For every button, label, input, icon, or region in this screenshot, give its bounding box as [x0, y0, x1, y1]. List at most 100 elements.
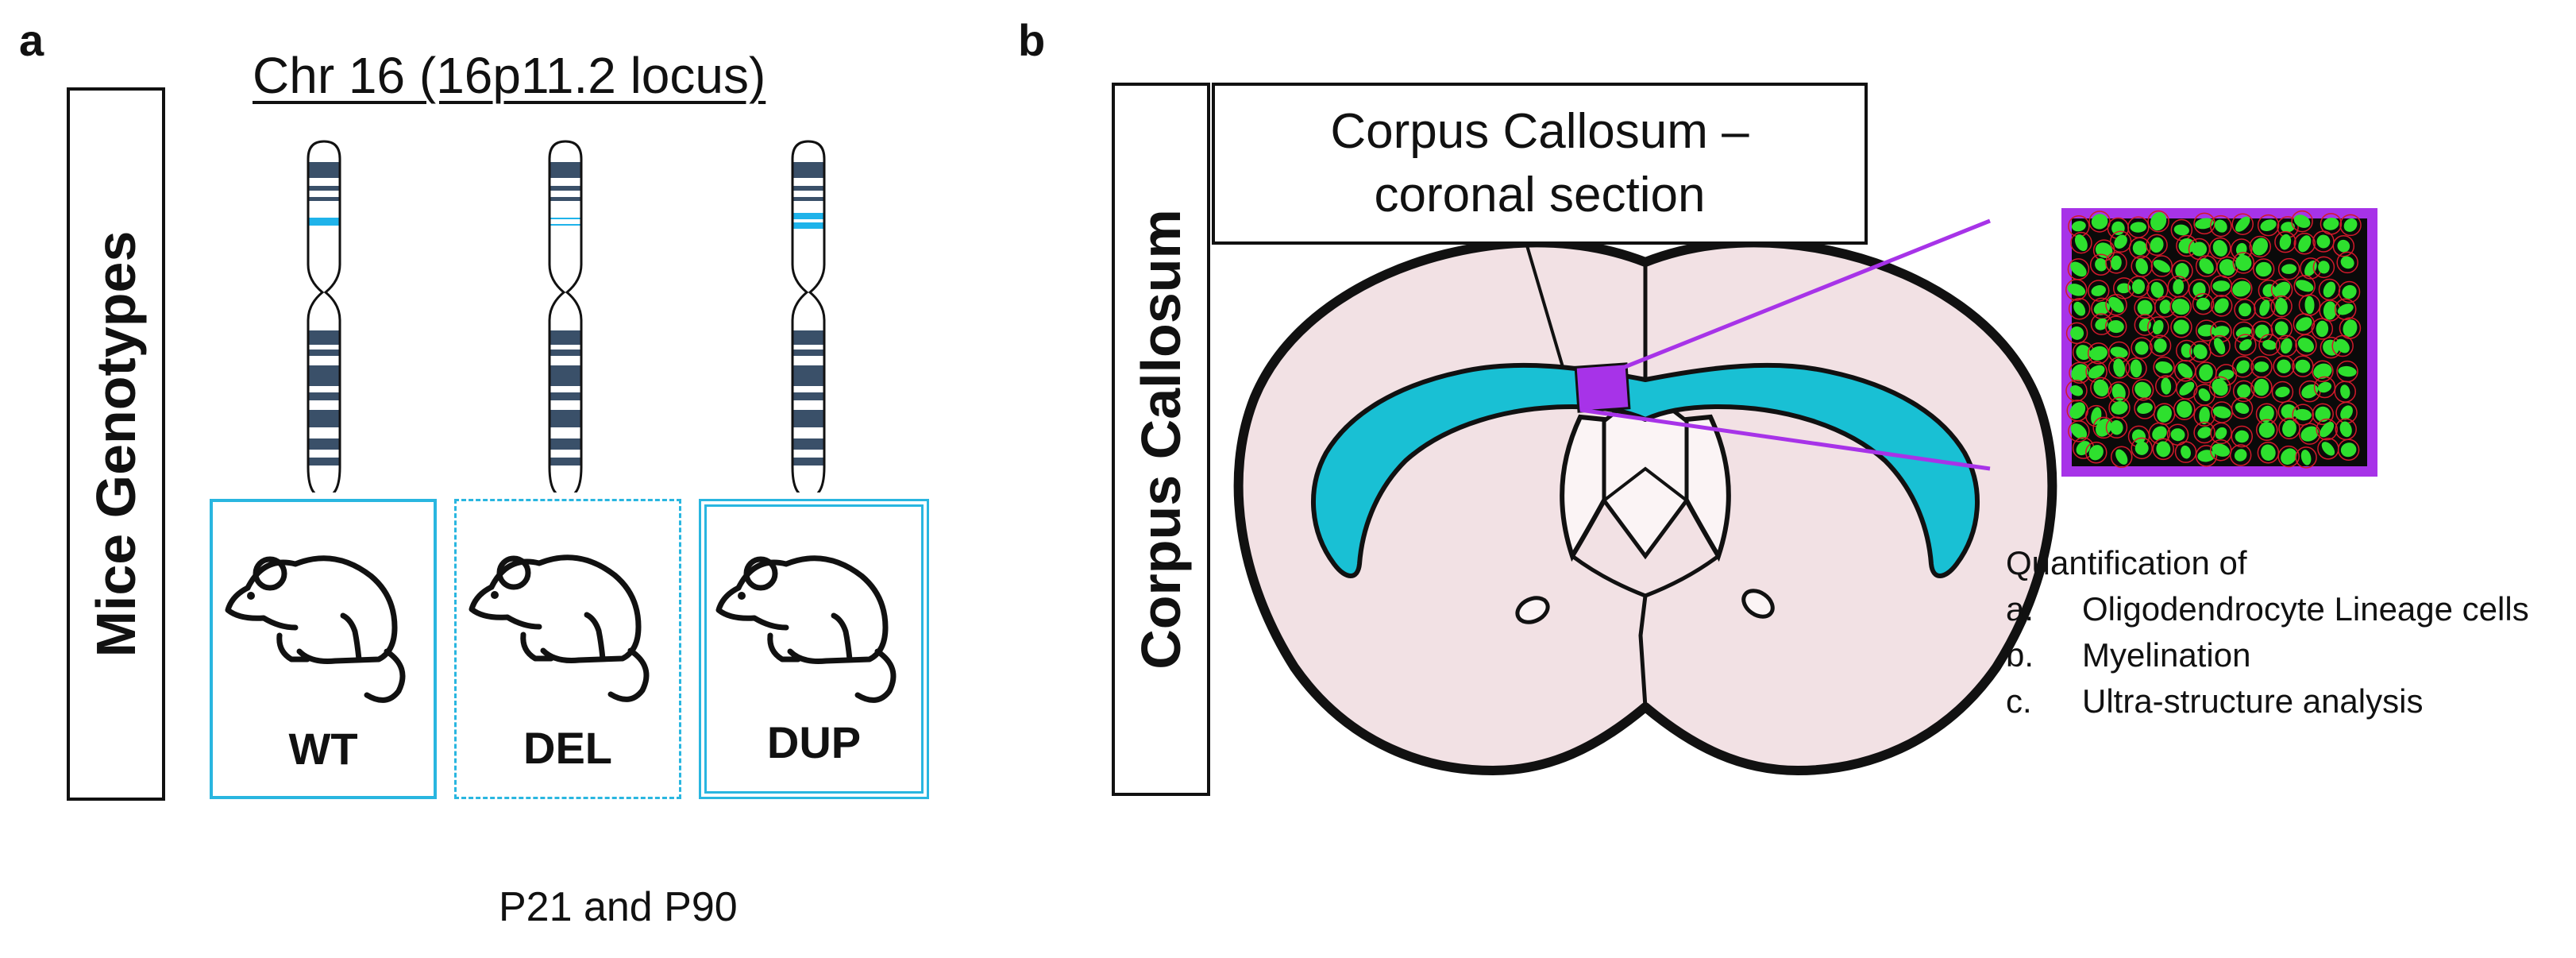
cell [2323, 218, 2339, 230]
membrane [2146, 234, 2168, 257]
cell [2110, 420, 2123, 435]
chromosome-title: Chr 16 (16p11.2 locus) [253, 47, 766, 104]
cell [2177, 400, 2192, 418]
membrane [2127, 276, 2150, 298]
chromosome-wt [307, 140, 341, 493]
cell [2342, 284, 2357, 299]
cell [2070, 261, 2087, 277]
panel-a-letter: a [19, 15, 44, 65]
cell [2294, 408, 2312, 421]
cell [2252, 238, 2269, 256]
cell [2152, 426, 2167, 441]
cell-grid [2065, 210, 2362, 469]
membrane [2311, 318, 2334, 340]
membrane [2235, 334, 2257, 356]
cell [2281, 338, 2293, 354]
membrane [2337, 438, 2360, 462]
cell [2179, 381, 2195, 396]
cell [2215, 427, 2227, 439]
cell [2275, 298, 2288, 315]
cell [2340, 384, 2350, 399]
cell [2135, 258, 2148, 275]
membrane [2250, 320, 2273, 343]
cell [2074, 234, 2088, 252]
cell [2214, 338, 2226, 354]
cell [2300, 450, 2312, 465]
cell [2295, 359, 2311, 373]
cell [2323, 301, 2337, 320]
membrane [2232, 380, 2255, 403]
cell [2277, 359, 2291, 373]
cell [2088, 365, 2105, 379]
membrane [2277, 445, 2300, 468]
cell [2172, 299, 2190, 315]
membrane [2174, 441, 2197, 463]
cell [2070, 423, 2088, 439]
cell [2235, 402, 2250, 415]
cell [2304, 296, 2315, 315]
cell [2298, 235, 2312, 253]
cell [2073, 301, 2086, 316]
cell [2236, 360, 2250, 374]
cell [2258, 422, 2275, 438]
membrane [2231, 213, 2254, 235]
cell [2170, 428, 2185, 442]
cell [2321, 442, 2335, 456]
cell [2239, 338, 2252, 351]
membrane [2273, 355, 2295, 378]
cell [2134, 381, 2152, 398]
cell [2212, 280, 2231, 292]
cell [2254, 378, 2269, 396]
cell [2237, 384, 2251, 398]
cell [2067, 284, 2086, 296]
membrane [2295, 334, 2317, 357]
cell [2195, 218, 2214, 230]
cell [2157, 405, 2172, 423]
cell [2273, 281, 2291, 298]
cell [2293, 214, 2311, 228]
cell [2234, 449, 2247, 462]
quantification-item-text: Oligodendrocyte Lineage cells [2082, 590, 2529, 628]
cell [2313, 363, 2332, 379]
membrane [2312, 360, 2334, 382]
corpus-callosum-callout: Corpus Callosum – coronal section [1212, 83, 1868, 245]
cell [2199, 407, 2210, 425]
cell [2156, 441, 2171, 458]
cell [2340, 256, 2354, 269]
membrane [2231, 277, 2253, 300]
membrane [2152, 438, 2175, 461]
cell [2296, 317, 2312, 331]
cell [2108, 296, 2124, 313]
cell [2197, 427, 2212, 438]
membrane [2193, 421, 2215, 444]
mouse-icon [225, 555, 406, 703]
cell [2150, 237, 2164, 253]
membrane [2229, 444, 2252, 466]
membrane [2254, 296, 2276, 319]
cell [2339, 421, 2352, 438]
membrane [2170, 315, 2192, 338]
cell [2155, 361, 2173, 374]
membrane [2257, 441, 2280, 464]
chromosome-ideograms [307, 140, 826, 493]
cell [2199, 258, 2214, 274]
cell [2212, 406, 2231, 419]
quantification-item-letter: b. [2006, 636, 2034, 674]
genotypes-side-box: Mice Genotypes [67, 87, 165, 801]
membrane [2249, 235, 2272, 258]
cell [2259, 299, 2270, 316]
membrane [2131, 437, 2153, 460]
cell [2091, 285, 2106, 296]
quantification-item-letter: c. [2006, 682, 2032, 720]
cell [2088, 445, 2104, 461]
cell [2340, 442, 2357, 458]
cell [2337, 239, 2350, 253]
cell [2235, 254, 2252, 271]
membrane [2291, 210, 2313, 233]
membrane [2313, 376, 2336, 399]
membrane [2128, 237, 2151, 259]
cell [2110, 346, 2128, 358]
membrane [2105, 252, 2127, 274]
membrane [2231, 356, 2254, 378]
cell [2255, 261, 2272, 277]
